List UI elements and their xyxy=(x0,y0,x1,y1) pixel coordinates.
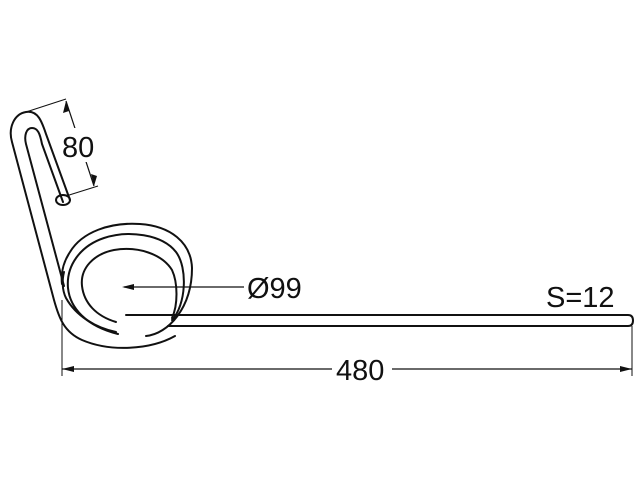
overall-arrowhead-right xyxy=(620,366,632,372)
coil-leader-arrowhead xyxy=(122,284,134,290)
leg-length-dimension: 80 xyxy=(25,98,99,197)
leg-extension-line-bottom xyxy=(65,185,99,197)
coil-diameter-dimension: Ø99 xyxy=(122,273,302,305)
leg-outer-edge xyxy=(9,110,176,349)
leg-inner-edge xyxy=(24,127,65,287)
leg-extension-line-top xyxy=(25,98,67,113)
coil-outer-turn xyxy=(60,222,193,337)
leg-length-label: 80 xyxy=(62,132,94,164)
spring-tine-part xyxy=(9,110,634,349)
leg-end xyxy=(55,194,71,206)
coil-inner-edge xyxy=(61,271,117,333)
overall-length-dimension: 480 xyxy=(61,300,633,387)
leg-arrowhead-top xyxy=(63,101,69,113)
leg-dimension-label-gap xyxy=(60,128,98,162)
overall-arrowhead-left xyxy=(62,366,74,372)
straight-arm xyxy=(125,314,634,327)
coil-diameter-label: Ø99 xyxy=(247,273,302,305)
wire-thickness-label: S=12 xyxy=(546,282,615,314)
coil-eye xyxy=(80,248,178,323)
overall-length-label: 480 xyxy=(336,355,384,387)
leg-arrowhead-bottom xyxy=(91,174,97,186)
coil-middle-turn xyxy=(66,233,185,335)
